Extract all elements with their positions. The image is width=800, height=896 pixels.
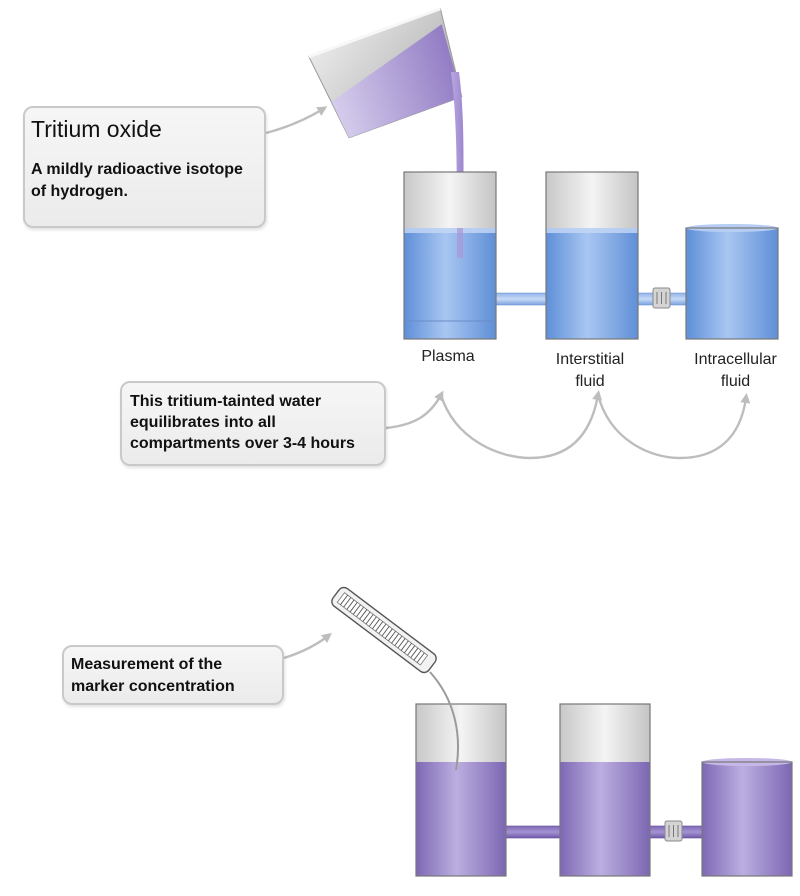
tracer-in-plasma xyxy=(457,228,463,258)
membrane-valve-icon xyxy=(652,287,671,309)
curved-arrow-icon-bottom xyxy=(283,632,332,660)
equilibration-callout: This tritium-tainted water equilibrates … xyxy=(120,381,386,466)
plasma-container xyxy=(403,171,497,340)
interstitial-container-bottom xyxy=(559,703,651,877)
interstitial-label-line-1: Interstitial xyxy=(555,351,625,368)
measure-line-2: marker concentration xyxy=(71,678,235,695)
tube-plasma-interstitial-bottom xyxy=(503,825,563,839)
tritium-desc-line-2: of hydrogen. xyxy=(31,183,128,200)
measure-line-1: Measurement of the xyxy=(71,656,223,673)
intracellular-label-line-1: Intracellular xyxy=(694,351,777,368)
equilibrate-line-2: equilibrates into all xyxy=(130,414,276,431)
equilibrate-line-1: This tritium-tainted water xyxy=(130,393,322,410)
curved-arrow-icon xyxy=(265,106,751,460)
plasma-label: Plasma xyxy=(398,346,498,368)
equilibrate-line-3: compartments over 3-4 hours xyxy=(130,435,355,452)
interstitial-fluid-label: Interstitial fluid xyxy=(535,349,645,393)
membrane-valve-icon-bottom xyxy=(664,820,683,842)
plasma-label-text: Plasma xyxy=(421,348,475,365)
intracellular-fluid-label: Intracellular fluid xyxy=(678,349,793,393)
tritium-desc-line-1: A mildly radioactive isotope xyxy=(31,161,243,178)
tube-plasma-interstitial xyxy=(495,292,549,306)
tritium-oxide-callout: Tritium oxide A mildly radioactive isoto… xyxy=(23,106,266,228)
intracellular-label-line-2: fluid xyxy=(720,373,751,390)
beaker-icon xyxy=(308,7,463,139)
tritium-oxide-title: Tritium oxide xyxy=(31,116,162,142)
plasma-container-bottom xyxy=(415,703,507,877)
tritium-oxide-description: A mildly radioactive isotope of hydrogen… xyxy=(31,159,256,203)
measurement-callout: Measurement of the marker concentration xyxy=(62,645,284,705)
interstitial-label-line-2: fluid xyxy=(575,373,605,390)
interstitial-container xyxy=(545,171,639,340)
intracellular-container-bottom xyxy=(701,758,793,877)
probe-wire xyxy=(429,671,459,771)
intracellular-container xyxy=(685,224,779,340)
thermometer-probe-icon xyxy=(331,586,437,674)
